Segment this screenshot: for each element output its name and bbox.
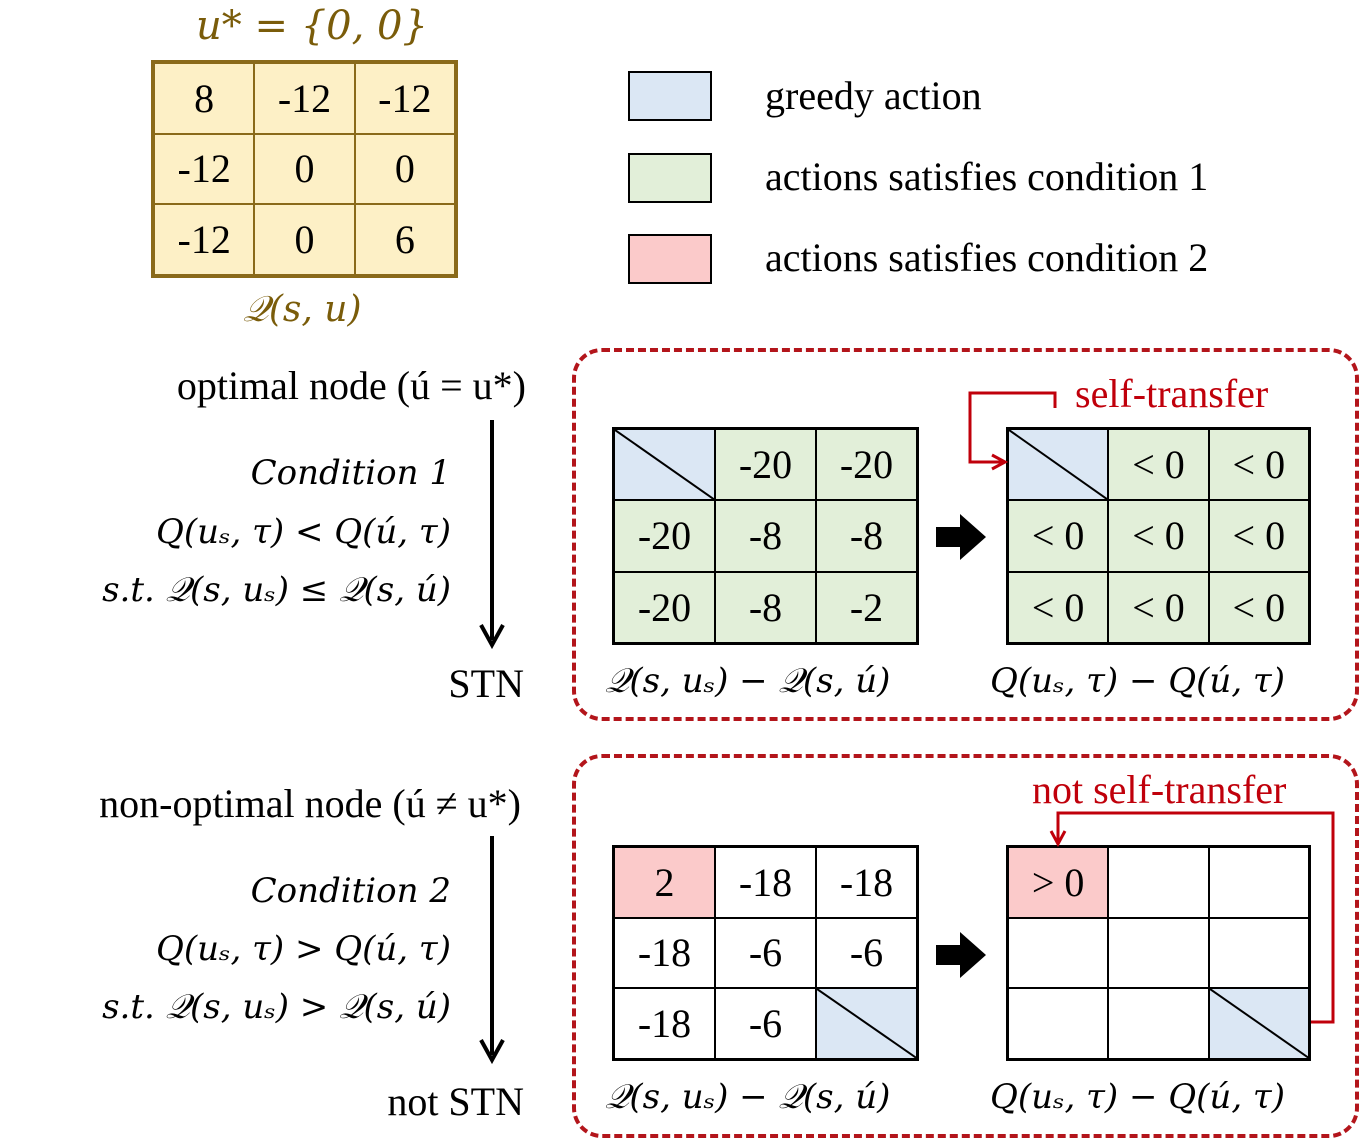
non-optimal-node-panel [572,754,1359,1138]
condition1-line2: s.t. 𝒬(s, uₛ) ≤ 𝒬(s, ú) [102,570,451,610]
q-value-grid: 8 -12 -12 -12 0 0 -12 0 6 [151,60,458,278]
transform-arrow-1 [936,514,986,560]
optimal-joint-action-label: u* = {0, 0} [196,3,428,49]
c1-qdiff-cell-2-0: -20 [614,571,715,643]
c2-qdiff-cell-2-0: -18 [614,988,715,1059]
legend-swatch-condition2 [628,234,712,284]
q-grid-caption: 𝒬(s, u) [243,289,362,330]
legend-label-condition1: actions satisfies condition 1 [765,154,1209,199]
condition1-q-diff-grid: -20-20-20-8-8-20-8-2 [612,427,919,645]
condition1-down-arrow-head [479,624,505,650]
condition1-right-caption: Q(uₛ, τ) − Q(ú, τ) [990,661,1286,701]
legend-label-condition2: actions satisfies condition 2 [765,235,1209,280]
condition1-title: Condition 1 [250,453,451,493]
c1-udiff-cell-1-2: < 0 [1208,500,1309,572]
condition2-line2: s.t. 𝒬(s, uₛ) > 𝒬(s, ú) [102,987,451,1027]
q-cell: -12 [254,63,355,134]
c1-qdiff-cell-0-1: -20 [715,429,816,501]
c1-qdiff-greedy-cell [614,429,715,501]
q-cell: -12 [154,133,255,205]
condition2-title: Condition 2 [250,871,451,911]
q-cell: -12 [154,204,255,275]
optimal-node-label: optimal node (ú = u*) [176,363,526,408]
transform-arrow-2 [936,932,986,978]
c2-udiff-cell-1-1 [1108,917,1209,989]
c2-udiff-cell-1-2 [1208,917,1309,989]
condition2-line1: Q(uₛ, τ) > Q(ú, τ) [155,929,451,969]
not-self-transfer-label: not self-transfer [1032,767,1287,812]
condition1-left-caption: 𝒬(s, uₛ) − 𝒬(s, ú) [605,661,891,701]
c2-udiff-cell-0-1 [1108,847,1209,918]
not-self-transfer-arrow-head [1049,830,1067,848]
optimal-node-panel [572,348,1359,721]
q-cell: 6 [354,204,455,275]
diagonal-slash [1210,989,1308,1058]
c1-qdiff-cell-0-2: -20 [816,429,917,501]
condition2-right-caption: Q(uₛ, τ) − Q(ú, τ) [990,1077,1286,1117]
q-cell: 0 [254,133,355,205]
condition1-line1: Q(uₛ, τ) < Q(ú, τ) [155,512,451,552]
c1-udiff-cell-1-0: < 0 [1008,500,1109,572]
not-stn-result: not STN [387,1079,524,1124]
self-transfer-arrow-head [991,453,1009,471]
condition1-utility-diff-grid: < 0< 0< 0< 0< 0< 0< 0< 0 [1006,427,1311,645]
q-cell: 0 [354,133,455,205]
c1-udiff-cell-1-1: < 0 [1108,500,1209,572]
c2-udiff-cell-2-0 [1008,988,1109,1059]
c2-qdiff-cell-2-1: -6 [715,988,816,1059]
c2-udiff-greedy-cell [1208,988,1309,1059]
c1-qdiff-cell-2-1: -8 [715,571,816,643]
non-optimal-node-label: non-optimal node (ú ≠ u*) [99,781,521,826]
diagonal-slash [817,989,916,1058]
c1-udiff-cell-2-2: < 0 [1208,571,1309,643]
c1-udiff-cell-2-1: < 0 [1108,571,1209,643]
self-transfer-connector [968,391,1057,464]
diagonal-slash [615,430,714,499]
c2-qdiff-cell-0-2: -18 [816,847,917,918]
q-cell: 8 [154,63,255,134]
q-cell: 0 [254,204,355,275]
not-self-transfer-connector [1056,811,1335,1024]
c2-qdiff-cell-1-1: -6 [715,917,816,989]
c1-udiff-cell-2-0: < 0 [1008,571,1109,643]
c1-udiff-greedy-cell [1008,429,1109,501]
c2-udiff-cell-0-2 [1208,847,1309,918]
c1-qdiff-cell-1-2: -8 [816,500,917,572]
c2-qdiff-cell-0-0: 2 [614,847,715,918]
c2-udiff-cell-0-0: > 0 [1008,847,1109,918]
stn-result: STN [448,661,524,706]
legend-label-greedy: greedy action [765,73,982,118]
c2-udiff-cell-1-0 [1008,917,1109,989]
c1-qdiff-cell-2-2: -2 [816,571,917,643]
condition2-q-diff-grid: 2-18-18-18-6-6-18-6 [612,845,919,1061]
condition2-down-arrow-head [479,1039,505,1065]
c1-qdiff-cell-1-1: -8 [715,500,816,572]
c1-udiff-cell-0-2: < 0 [1208,429,1309,501]
self-transfer-label: self-transfer [1075,371,1269,416]
c2-qdiff-cell-1-2: -6 [816,917,917,989]
c1-udiff-cell-0-1: < 0 [1108,429,1209,501]
legend-swatch-condition1 [628,153,712,203]
condition2-left-caption: 𝒬(s, uₛ) − 𝒬(s, ú) [605,1077,891,1117]
q-cell: -12 [354,63,455,134]
legend-swatch-greedy [628,71,712,121]
c2-qdiff-cell-0-1: -18 [715,847,816,918]
c2-qdiff-greedy-cell [816,988,917,1059]
c2-qdiff-cell-1-0: -18 [614,917,715,989]
condition2-utility-diff-grid: > 0 [1006,845,1311,1061]
c2-udiff-cell-2-1 [1108,988,1209,1059]
diagonal-slash [1009,430,1107,499]
c1-qdiff-cell-1-0: -20 [614,500,715,572]
